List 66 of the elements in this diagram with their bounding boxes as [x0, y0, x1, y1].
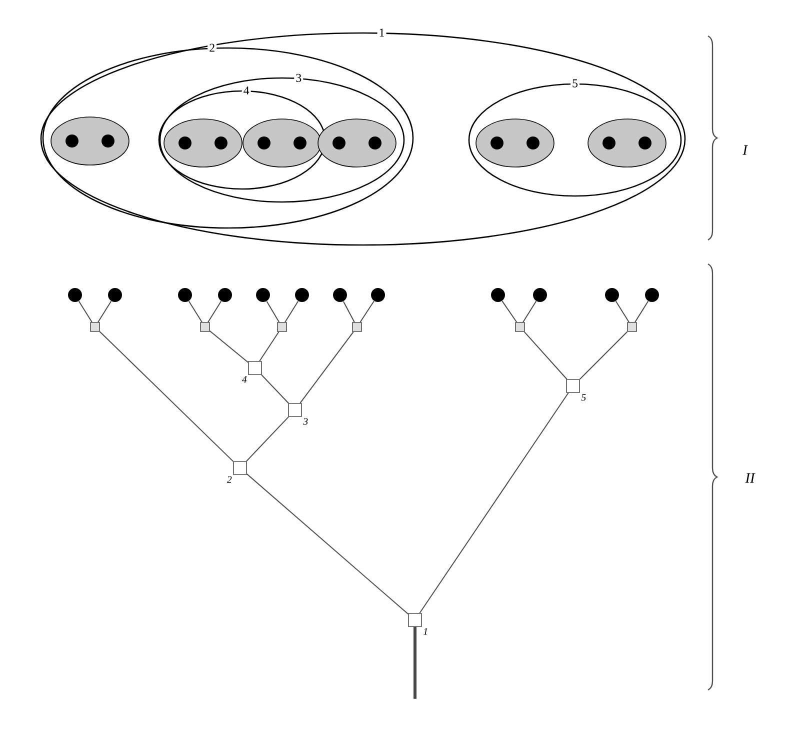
section-label: II [745, 473, 756, 483]
branch-line [342, 300, 355, 323]
branch-line [209, 330, 249, 363]
species-dot [333, 288, 347, 302]
node-number: 2 [226, 476, 232, 483]
species-dot [178, 288, 192, 302]
node-number: 3 [303, 418, 308, 425]
branch-line [502, 300, 518, 323]
species-node [200, 322, 210, 332]
branch-line [284, 300, 299, 323]
species-dot [294, 136, 306, 150]
section-label: I [742, 145, 748, 155]
branch-line [246, 416, 289, 462]
species-dot [258, 136, 270, 150]
species-node [90, 322, 100, 332]
species-dot [102, 134, 114, 148]
species-dot [605, 288, 619, 302]
species-dot [533, 288, 547, 302]
branch-line [634, 300, 649, 323]
species-dot [602, 136, 616, 150]
branch-line [524, 331, 568, 380]
species-node [627, 322, 637, 332]
branch-line [98, 300, 112, 323]
species-oval [164, 118, 242, 168]
species-dot [295, 288, 309, 302]
species-dot [371, 288, 385, 302]
species-dot [68, 288, 82, 302]
branch-line [522, 300, 537, 323]
branch-line [78, 300, 92, 323]
branch-line [300, 331, 354, 404]
branch-line [246, 474, 409, 615]
branch-line [208, 300, 222, 323]
branch-line [261, 374, 289, 404]
species-dot [332, 136, 346, 150]
species-dot [178, 136, 192, 150]
node-number: 5 [581, 394, 586, 401]
species-oval [476, 118, 554, 168]
species-dot [368, 136, 382, 150]
species-oval [50, 116, 130, 166]
species-node [352, 322, 362, 332]
species-dot [214, 136, 228, 150]
branch-line [188, 300, 202, 323]
species-dot [490, 136, 504, 150]
species-dot [66, 134, 78, 148]
branch-line [266, 300, 280, 323]
branch-line [360, 300, 375, 323]
species-oval [588, 118, 666, 168]
branch-line [99, 331, 234, 462]
species-dot [491, 288, 505, 302]
node-number: 4 [242, 376, 247, 383]
species-dot [638, 136, 652, 150]
species-dot [108, 288, 122, 302]
species-dot [218, 288, 232, 302]
branch-line [414, 626, 416, 699]
species-dot [526, 136, 540, 150]
branch-line [419, 392, 569, 614]
species-node [277, 322, 287, 332]
species-oval [318, 118, 396, 168]
node-number: 1 [423, 628, 428, 635]
species-dot [645, 288, 659, 302]
species-dot [256, 288, 270, 302]
species-node [515, 322, 525, 332]
branch-line [615, 300, 630, 323]
species-oval [242, 118, 322, 168]
branch-line [579, 331, 628, 380]
branch-line [259, 331, 280, 362]
